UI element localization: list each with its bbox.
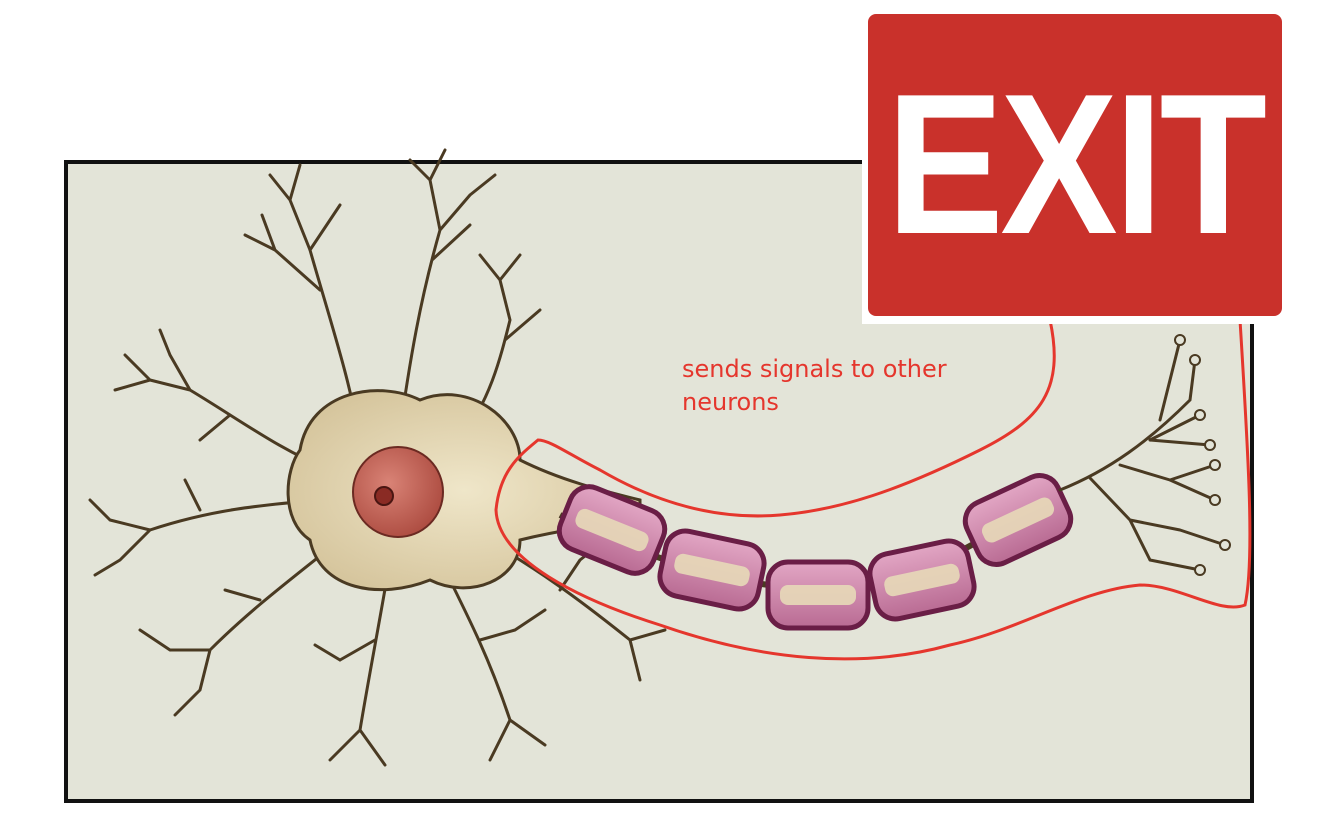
nucleus <box>352 446 444 538</box>
nucleolus <box>374 486 394 506</box>
annotation-line-2: neurons <box>682 388 779 416</box>
axon-terminals <box>1058 338 1227 572</box>
myelin-sheath <box>556 473 1074 631</box>
axon-highlight-outline <box>494 318 1252 661</box>
exit-sign-plate: EXIT <box>868 14 1282 316</box>
exit-sign-text: EXIT <box>886 53 1267 276</box>
terminal-knobs <box>1174 334 1231 576</box>
axon-annotation: sends signals to other neurons <box>682 353 1012 419</box>
dendrites <box>88 148 667 767</box>
annotation-line-1: sends signals to other <box>682 355 947 383</box>
exit-sign: EXIT <box>862 6 1286 324</box>
